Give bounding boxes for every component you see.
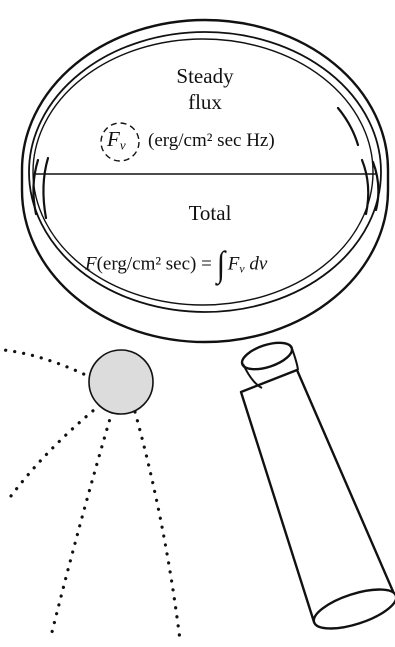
ray-down-right xyxy=(135,412,180,640)
handle-shaft xyxy=(241,370,395,626)
total-flux-equation: F(erg/cm² sec) =∫Fν dν xyxy=(85,246,267,282)
handle-collar xyxy=(239,338,295,375)
total-title: Total xyxy=(189,203,232,224)
handle xyxy=(239,338,395,637)
ray-left xyxy=(4,350,92,378)
equals-sign: = xyxy=(201,254,212,275)
steady-title-line1: Steady xyxy=(176,66,233,87)
spectral-flux-letter: F xyxy=(107,127,120,151)
integrand-letter: F xyxy=(228,254,240,275)
spectral-flux-units: (erg/cm² sec Hz) xyxy=(148,131,275,150)
total-flux-letter: F xyxy=(85,254,97,275)
radiation-source xyxy=(89,350,153,414)
total-flux-units: (erg/cm² sec) xyxy=(97,254,197,275)
ray-lower-left xyxy=(8,405,100,500)
integral-sign: ∫ xyxy=(217,246,225,282)
integrand-subscript: ν xyxy=(239,262,244,275)
steady-title-line2: flux xyxy=(188,92,222,113)
spectral-flux-symbol: Fν xyxy=(107,129,126,151)
spectral-flux-subscript: ν xyxy=(120,137,126,152)
differential: dν xyxy=(249,254,267,275)
ray-down-left xyxy=(50,412,112,640)
